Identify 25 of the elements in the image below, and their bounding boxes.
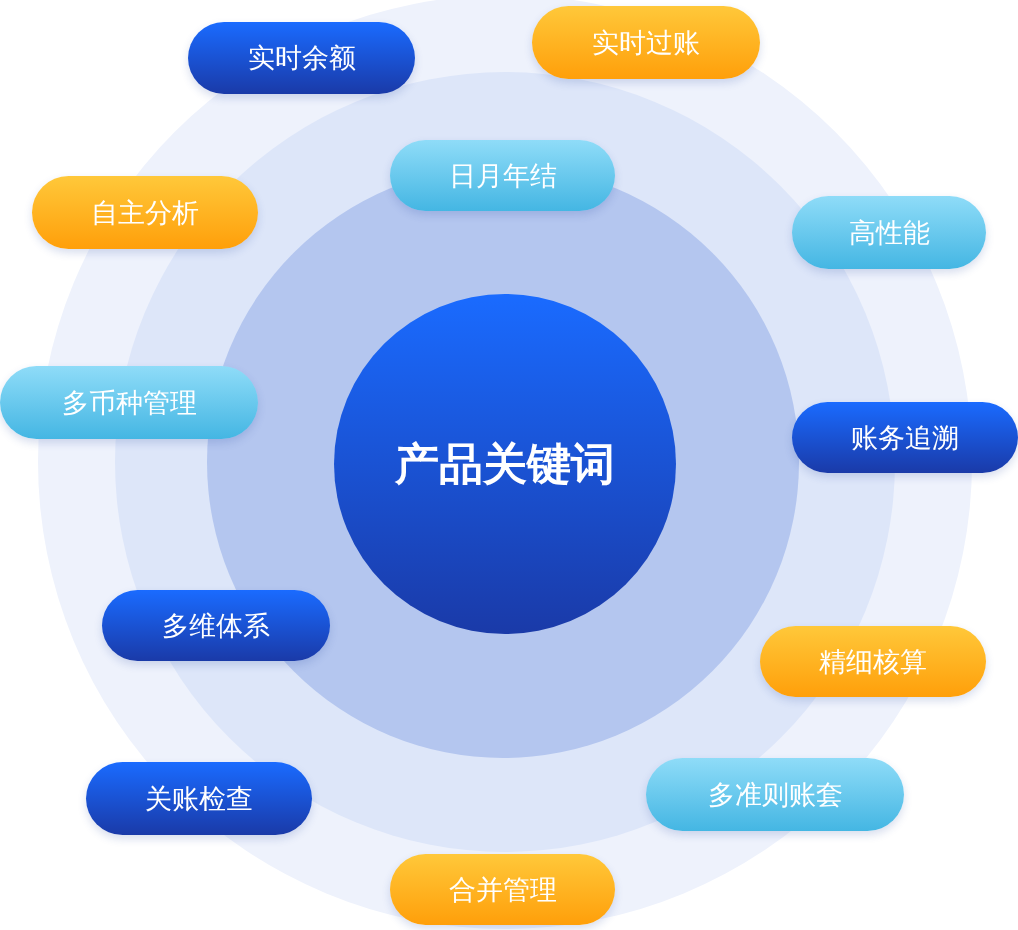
keyword-pill (188, 22, 415, 94)
keyword-text: 账务追溯 (851, 420, 959, 455)
keyword-text: 自主分析 (91, 195, 199, 230)
keyword-text: 关账检查 (145, 781, 253, 816)
keyword-pill (532, 6, 760, 79)
keyword-text: 精细核算 (819, 644, 927, 679)
keyword-pill (792, 196, 986, 269)
keyword-text: 高性能 (848, 215, 930, 250)
keyword-pill (646, 758, 904, 831)
keyword-pill (760, 626, 986, 697)
keyword-pill (792, 402, 1018, 473)
keyword-pill (86, 762, 312, 835)
keyword-text: 合并管理 (448, 872, 557, 907)
keyword-text: 多维体系 (162, 608, 270, 643)
keyword-pill (0, 366, 258, 439)
keyword-pill (32, 176, 258, 249)
keyword-text: 日月年结 (448, 158, 557, 193)
keyword-pill (102, 590, 330, 661)
keyword-text: 实时余额 (247, 41, 356, 75)
center-title: 产品关键词 (395, 436, 615, 491)
keyword-pill (390, 140, 615, 211)
keyword-pill (390, 854, 615, 925)
keyword-text: 实时过账 (592, 25, 700, 60)
keyword-text: 多币种管理 (61, 385, 197, 420)
keyword-text: 多准则账套 (707, 777, 843, 812)
